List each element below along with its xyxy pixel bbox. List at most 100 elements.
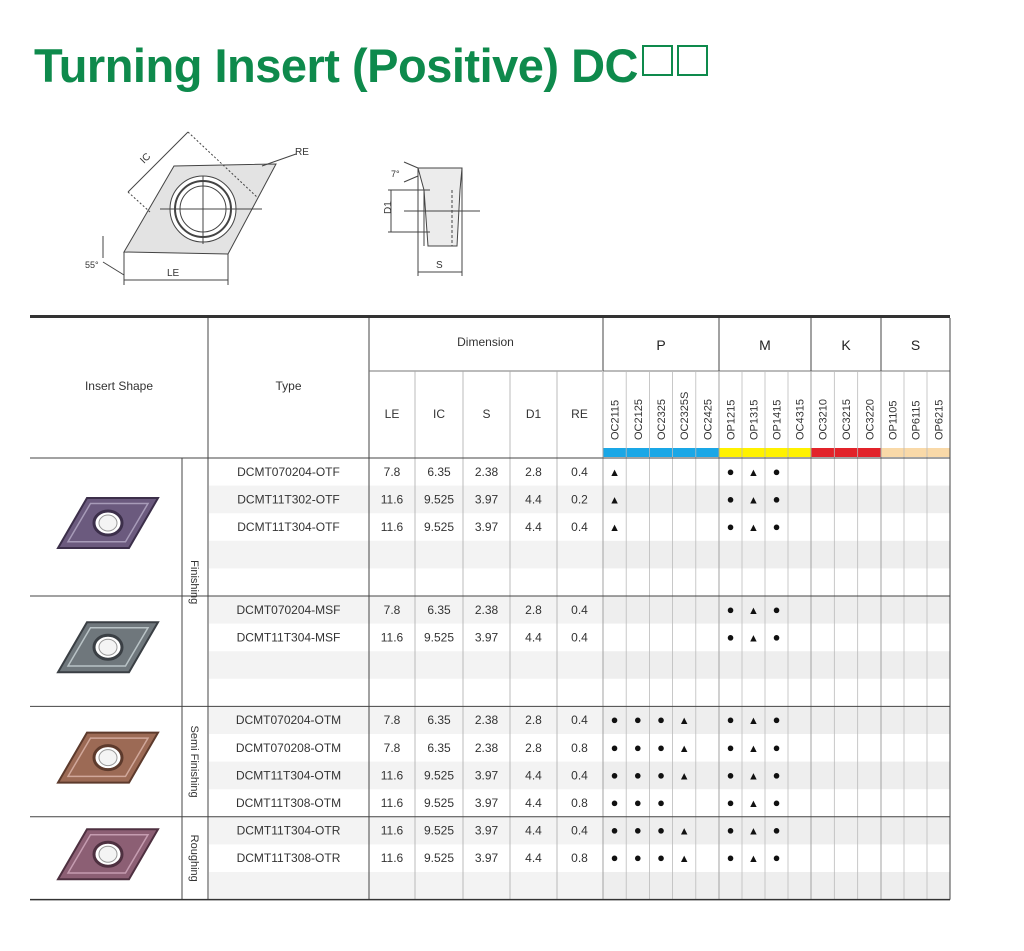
cell-dim-le: 11.6 [381, 851, 404, 865]
header-group-s: S [911, 337, 920, 353]
header-grade-op6115: OP6115 [911, 400, 923, 440]
cell-type: DCMT070208-OTM [236, 741, 341, 755]
label-55-degrees: 55° [85, 260, 99, 270]
cell-type: DCMT11T304-MSF [237, 630, 341, 644]
row-shade-left [209, 761, 603, 790]
header-grade-oc2325: OC2325 [656, 399, 668, 440]
mark-circle: ● [657, 823, 665, 838]
header-grade-op1215: OP1215 [726, 400, 738, 440]
mark-circle: ● [657, 767, 665, 782]
cell-type: DCMT070204-OTF [237, 465, 340, 479]
cell-dim-ic: 9.525 [424, 630, 454, 644]
row-shade-left [209, 816, 603, 845]
cell-dim-re: 0.4 [571, 603, 588, 617]
mark-circle: ● [727, 491, 735, 506]
mark-triangle: ▲ [679, 770, 690, 782]
header-dim-s: S [482, 407, 490, 421]
mark-triangle: ▲ [748, 853, 759, 865]
cell-dim-ic: 6.35 [427, 713, 451, 727]
header-grade-op1315: OP1315 [749, 400, 761, 440]
cell-dim-re: 0.4 [571, 520, 588, 534]
cell-dim-d1: 4.4 [525, 824, 542, 838]
mark-triangle: ▲ [748, 467, 759, 479]
mark-circle: ● [773, 767, 781, 782]
cell-dim-s: 2.38 [475, 713, 499, 727]
cell-dim-le: 7.8 [384, 741, 401, 755]
mark-circle: ● [657, 795, 665, 810]
header-grade-oc2115: OC2115 [610, 400, 622, 440]
application-label-0: Finishing [188, 560, 200, 604]
cell-type: DCMT11T304-OTF [237, 520, 339, 534]
row-shade [603, 540, 950, 569]
mark-triangle: ▲ [748, 494, 759, 506]
label-s: S [436, 260, 443, 271]
mark-circle: ● [634, 740, 642, 755]
cell-type: DCMT11T304-OTM [236, 768, 341, 782]
cell-dim-d1: 4.4 [525, 851, 542, 865]
cell-dim-s: 3.97 [475, 796, 499, 810]
header-group-k: K [841, 337, 851, 353]
cell-type: DCMT11T302-OTF [237, 492, 339, 506]
cell-dim-re: 0.8 [571, 796, 588, 810]
mark-triangle: ▲ [748, 770, 759, 782]
mark-circle: ● [727, 823, 735, 838]
label-re: RE [295, 147, 309, 158]
mark-circle: ● [611, 767, 619, 782]
header-dim-le: LE [385, 407, 400, 421]
label-le: LE [167, 268, 180, 279]
cell-dim-ic: 9.525 [424, 796, 454, 810]
color-band-s [881, 448, 950, 457]
row-shade [603, 816, 950, 845]
application-label-2: Roughing [188, 835, 200, 882]
cell-dim-s: 3.97 [475, 824, 499, 838]
insert-image-edge [66, 833, 150, 874]
side-view-diagram [388, 161, 480, 276]
row-shade-left [209, 596, 603, 624]
insert-image-edge [66, 502, 150, 543]
row-shade-left [209, 540, 603, 569]
application-label-1: Semi Finishing [188, 726, 200, 798]
label-d1: D1 [383, 201, 394, 214]
header-dim-re: RE [571, 407, 588, 421]
cell-dim-d1: 4.4 [525, 768, 542, 782]
insert-image-hole-inner [98, 845, 118, 863]
row-shade [603, 651, 950, 679]
insert-image-hole-inner [98, 749, 118, 767]
row-shade-left [209, 872, 603, 900]
cell-dim-s: 3.97 [475, 630, 499, 644]
cell-dim-s: 3.97 [475, 851, 499, 865]
cell-dim-d1: 2.8 [525, 741, 542, 755]
mark-circle: ● [727, 712, 735, 727]
cell-dim-le: 11.6 [381, 768, 404, 782]
mark-triangle: ▲ [748, 715, 759, 727]
header-grade-op6215: OP6215 [934, 400, 946, 440]
header-grade-oc2325s: OC2325S [679, 392, 691, 440]
label-7-degrees: 7° [391, 169, 400, 179]
mark-circle: ● [611, 712, 619, 727]
mark-circle: ● [657, 740, 665, 755]
cell-dim-re: 0.4 [571, 713, 588, 727]
mark-circle: ● [634, 823, 642, 838]
insert-image-hole-inner [98, 638, 118, 656]
cell-type: DCMT11T308-OTR [237, 851, 341, 865]
mark-circle: ● [727, 850, 735, 865]
header-grade-oc2125: OC2125 [633, 399, 645, 440]
mark-triangle: ▲ [748, 632, 759, 644]
row-shade-left [209, 485, 603, 514]
mark-circle: ● [727, 602, 735, 617]
cell-dim-ic: 9.525 [424, 851, 454, 865]
cell-dim-re: 0.4 [571, 768, 588, 782]
header-group-m: M [759, 337, 771, 353]
color-band-p [603, 448, 719, 457]
mark-triangle: ▲ [679, 743, 690, 755]
cell-type: DCMT070204-OTM [236, 713, 341, 727]
header-dimension: Dimension [457, 335, 514, 349]
row-shade [603, 706, 950, 734]
mark-circle: ● [727, 740, 735, 755]
cell-dim-s: 3.97 [475, 492, 499, 506]
mark-triangle: ▲ [748, 743, 759, 755]
placeholder-box-1 [642, 45, 673, 76]
cell-dim-d1: 2.8 [525, 603, 542, 617]
header-dim-d1: D1 [526, 407, 542, 421]
cell-type: DCMT11T308-OTM [236, 796, 341, 810]
